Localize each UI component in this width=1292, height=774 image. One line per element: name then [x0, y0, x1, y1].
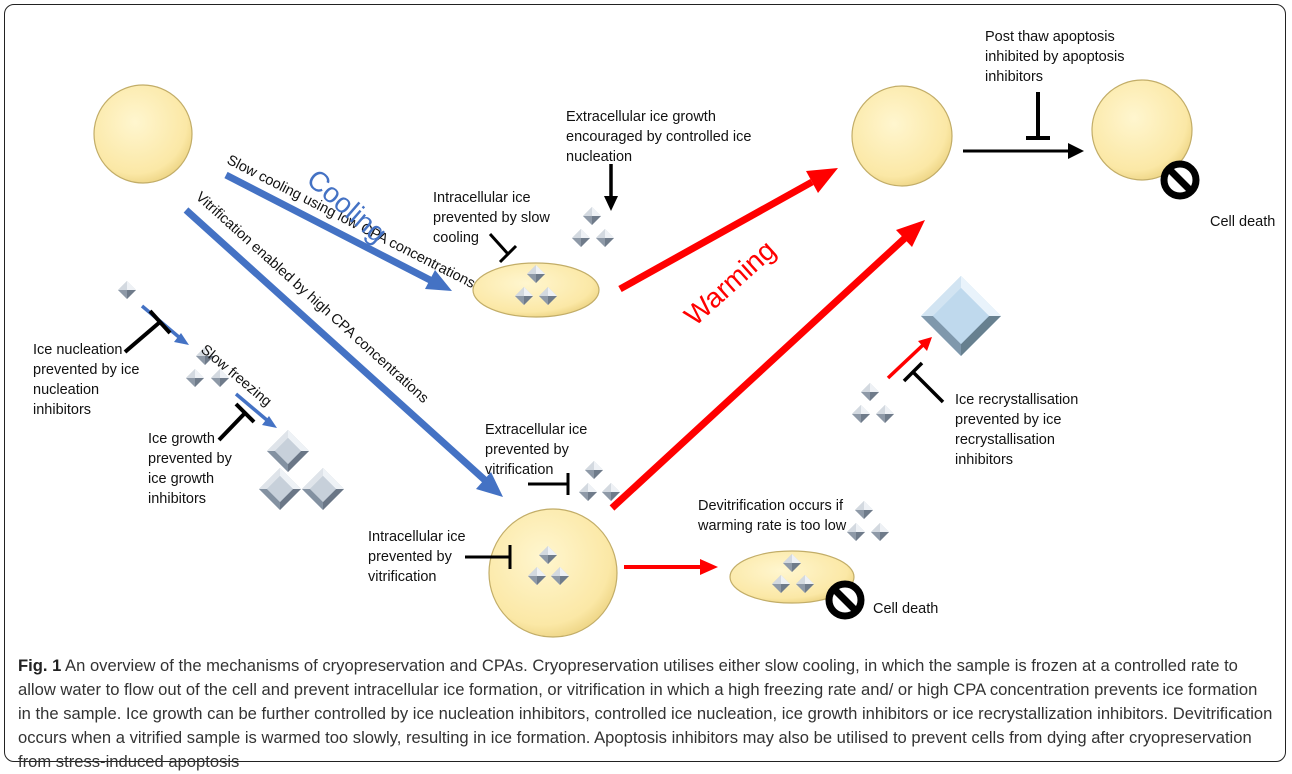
figure-number: Fig. 1 — [18, 656, 62, 675]
ice-crystals-grown — [259, 430, 344, 510]
label-line: prevented by — [148, 451, 233, 467]
arrow-post-thaw — [963, 143, 1084, 159]
label-line: inhibitors — [985, 69, 1043, 85]
label-line: Devitrification occurs if — [698, 498, 844, 514]
cell-vitrified — [488, 508, 618, 638]
cell-initial — [93, 84, 193, 184]
label-extracellular-ice-vitri: Extracellular ice prevented by vitrificati… — [485, 422, 587, 478]
label-line: Extracellular ice — [485, 422, 587, 438]
label-ice-nucleation: Ice nucleation prevented by ice nucleation… — [33, 342, 139, 418]
ice-crystals-recryst-small — [852, 383, 894, 423]
cryopreservation-diagram: Slow cooling using low CPA concentration… — [33, 29, 1275, 638]
label-line: cooling — [433, 230, 479, 246]
label-line: encouraged by controlled ice — [566, 129, 751, 145]
cell-death-icon-top — [1164, 164, 1196, 196]
label-line: prevented by slow — [433, 210, 550, 226]
label-intracellular-ice-slow: Intracellular ice prevented by slow coolin… — [433, 190, 550, 246]
ice-crystals-devitrified-extracellular — [847, 501, 889, 541]
label-devitrification: Devitrification occurs if warming rate is… — [697, 498, 847, 534]
label-line: Intracellular ice — [433, 190, 531, 206]
label-cell-death-top: Cell death — [1210, 214, 1275, 230]
label-line: Ice recrystallisation — [955, 392, 1078, 408]
label-line: ice growth — [148, 471, 214, 487]
arrow-slow-freezing-2 — [234, 392, 277, 428]
arrow-warming-from-slow — [618, 168, 838, 293]
figure-frame — [4, 4, 1286, 762]
ice-crystals-extracellular-slow — [572, 207, 614, 247]
cell-thawed — [851, 85, 953, 187]
label-post-thaw: Post thaw apoptosis inhibited by apoptosi… — [985, 29, 1124, 85]
label-line: nucleation — [33, 382, 99, 398]
label-line: Intracellular ice — [368, 529, 466, 545]
label-line: warming rate is too low — [697, 518, 847, 534]
label-line: Post thaw apoptosis — [985, 29, 1115, 45]
inhibitor-ice-nucleation — [123, 309, 172, 354]
label-line: inhibited by apoptosis — [985, 49, 1124, 65]
label-line: Ice nucleation — [33, 342, 122, 358]
arrow-devitrification — [624, 559, 718, 575]
label-line: inhibitors — [955, 452, 1013, 468]
pointer-controlled-nucleation — [604, 164, 618, 211]
label-line: Ice growth — [148, 431, 215, 447]
label-line: vitrification — [368, 569, 437, 585]
ice-crystal-recrystallised — [921, 276, 1001, 356]
ice-crystal-single — [118, 281, 136, 299]
ice-crystals-extracellular-vitri — [579, 461, 620, 501]
label-ice-growth: Ice growth prevented by ice growth inhibito… — [148, 431, 233, 507]
label-line: prevented by ice — [955, 412, 1061, 428]
label-line: nucleation — [566, 149, 632, 165]
arrow-recrystallisation — [886, 337, 932, 380]
cell-apoptosis — [1091, 79, 1193, 181]
label-line: inhibitors — [148, 491, 206, 507]
inhibitor-intracellular-slow — [488, 232, 518, 264]
arrow-vitrification — [183, 207, 503, 497]
inhibitor-extracellular-vitri — [528, 473, 570, 495]
arrow-slow-cooling — [224, 171, 452, 291]
inhibitor-intracellular-vitri — [465, 545, 512, 569]
label-line: Extracellular ice growth — [566, 109, 716, 125]
inhibitor-post-thaw — [1026, 92, 1050, 140]
label-intracellular-ice-vitri: Intracellular ice prevented by vitrificati… — [368, 529, 466, 585]
cell-devitrified — [729, 550, 855, 604]
label-cell-death-bottom: Cell death — [873, 601, 938, 617]
inhibitor-ice-growth — [217, 402, 256, 442]
arrow-warming-from-vitrified — [609, 220, 925, 511]
inhibitor-recrystallisation — [902, 361, 945, 404]
label-line: inhibitors — [33, 402, 91, 418]
label-line: recrystallisation — [955, 432, 1055, 448]
label-line: prevented by ice — [33, 362, 139, 378]
cell-slow-cooled — [472, 262, 600, 318]
caption-text: An overview of the mechanisms of cryopre… — [18, 656, 1273, 771]
label-line: prevented by — [485, 442, 570, 458]
cell-death-icon-bottom — [829, 584, 861, 616]
label-ice-recrystallisation: Ice recrystallisation prevented by ice rec… — [955, 392, 1078, 468]
label-slow-freezing: Slow freezing — [197, 342, 274, 410]
label-extracellular-ice-growth: Extracellular ice growth encouraged by co… — [566, 109, 751, 165]
label-line: prevented by — [368, 549, 453, 565]
figure-caption: Fig. 1 An overview of the mechanisms of … — [18, 654, 1273, 774]
label-line: vitrification — [485, 462, 554, 478]
